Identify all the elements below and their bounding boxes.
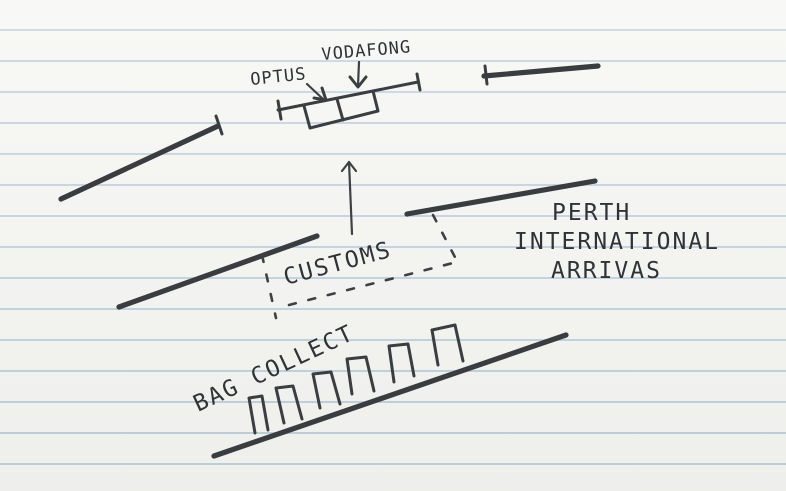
upper-left-wall-line [58, 123, 221, 202]
upper-right-wall-line [481, 63, 601, 79]
optus-arrowhead [312, 86, 328, 102]
arrivals-label: ARRIVAS [551, 258, 662, 284]
bag-carousel-3 [311, 370, 342, 410]
customs-left-wall [116, 233, 320, 310]
store-counter-line [276, 80, 420, 112]
upward-flow-arrow-shaft [347, 160, 354, 236]
upper-right-wall-tick [483, 64, 489, 86]
bag-carousel-4 [345, 355, 376, 396]
bag-collect-label: BAG COLLECT [190, 320, 359, 417]
bag-carousel-6 [430, 323, 465, 367]
customs-left-dotted-boundary [260, 253, 278, 320]
bag-carousel-2 [274, 384, 304, 425]
upward-flow-arrowhead [340, 160, 358, 173]
bag-carousel-5 [387, 342, 416, 384]
international-label: INTERNATIONAL [514, 229, 720, 255]
customs-right-wall [404, 178, 598, 217]
optus-label: OPTUS [249, 64, 307, 90]
bag-carousel-1 [247, 394, 270, 435]
customs-right-dotted-boundary [431, 213, 459, 263]
store-kiosk-divider [335, 97, 345, 122]
customs-bottom-dotted-boundary [287, 261, 455, 307]
vodafone-arrow-shaft [356, 60, 361, 88]
vodafone-arrowhead [348, 75, 368, 89]
baggage-belt-base-line [211, 332, 569, 459]
optus-arrow-shaft [305, 82, 325, 101]
perth-label: PERTH [552, 200, 631, 226]
vodafone-label: VODAFONG [321, 37, 412, 65]
upper-left-wall-tick [214, 114, 224, 136]
store-counter-right-tick [415, 72, 422, 92]
store-counter-left-tick [276, 99, 283, 121]
